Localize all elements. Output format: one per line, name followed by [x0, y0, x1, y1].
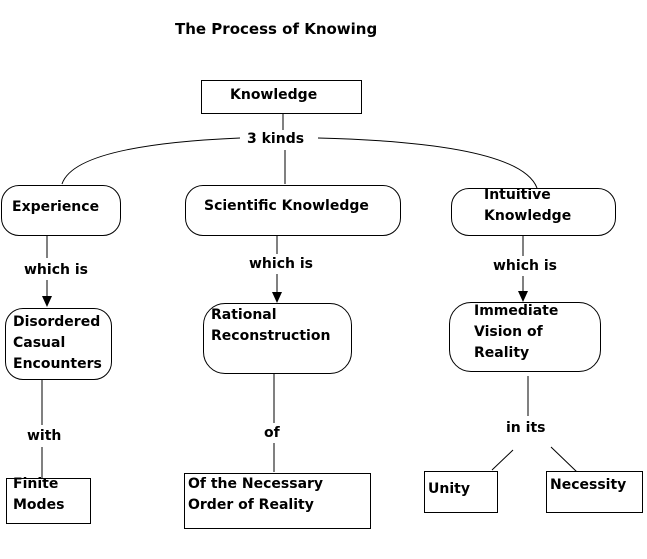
diagram-title: The Process of Knowing — [175, 20, 378, 38]
knowledge-node — [201, 80, 362, 114]
experience-node-label: Experience — [12, 199, 100, 215]
finite-modes-node — [6, 478, 91, 524]
arrowhead-intuitive — [518, 291, 528, 302]
arrowhead-scientific — [272, 292, 282, 303]
necessary-order-label: Of the Necessary Order of Reality — [188, 476, 324, 513]
necessity-label: Necessity — [550, 477, 627, 493]
intuitive-which-is-label: which is — [493, 258, 557, 274]
experience-node — [1, 185, 121, 236]
necessity-node — [546, 471, 643, 513]
finite-modes-label: Finite Modes — [13, 476, 65, 513]
scientific-knowledge-node — [185, 185, 401, 236]
connector-in-its-to-unity — [491, 449, 514, 471]
unity-node — [424, 471, 498, 513]
rational-reconstruction-label: Rational Reconstruction — [211, 307, 331, 344]
necessary-order-node — [184, 473, 371, 529]
scientific-knowledge-label: Scientific Knowledge — [204, 198, 369, 214]
rational-reconstruction-node — [203, 303, 352, 374]
disordered-encounters-node — [5, 308, 112, 380]
immediate-vision-node — [449, 302, 601, 372]
connector-kinds-arc-right — [317, 137, 538, 189]
scientific-of-label: of — [264, 425, 280, 441]
experience-with-label: with — [27, 428, 62, 444]
unity-label: Unity — [428, 481, 470, 497]
immediate-vision-label: Immediate Vision of Reality — [474, 303, 559, 361]
connector-in-its-to-necessity — [550, 446, 578, 473]
disordered-encounters-label: Disordered Casual Encounters — [13, 314, 102, 372]
connector-kinds-arc — [61, 137, 241, 185]
experience-which-is-label: which is — [24, 262, 88, 278]
scientific-which-is-label: which is — [249, 256, 313, 272]
arrowhead-experience — [42, 296, 52, 307]
intuitive-in-its-label: in its — [506, 420, 546, 436]
three-kinds-label: 3 kinds — [247, 131, 305, 147]
intuitive-knowledge-label: Intuitive Knowledge — [484, 187, 572, 224]
intuitive-knowledge-node — [451, 188, 616, 236]
knowledge-node-label: Knowledge — [230, 87, 318, 103]
